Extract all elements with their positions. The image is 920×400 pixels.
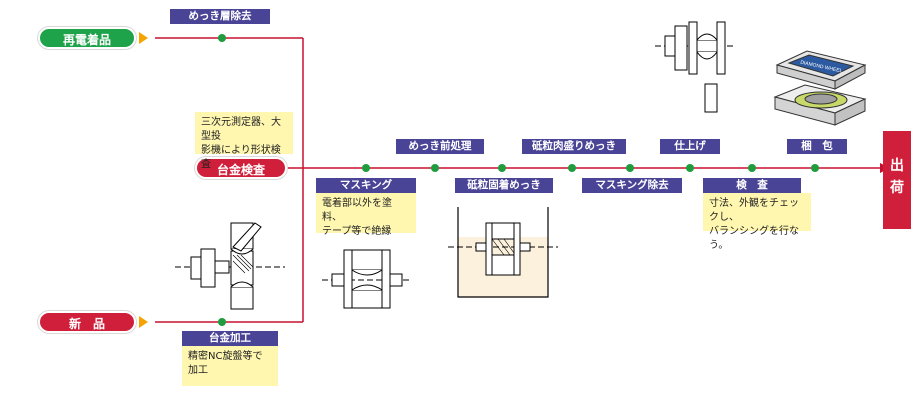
note-inspect-line-2: 影機により形状検査 <box>201 145 281 170</box>
tag-plating-removal: めっき層除去 <box>170 9 270 24</box>
tag-grain-build: 砥粒肉盛りめっき <box>522 139 626 154</box>
node-plating-removal <box>218 34 226 42</box>
node-packing <box>811 164 819 172</box>
note-masking: 電着部以外を塗料、 テープ等で絶縁 <box>316 193 416 237</box>
shipping-label: 出 荷 <box>883 131 911 229</box>
node-inspection <box>748 164 756 172</box>
tag-packing: 梱 包 <box>787 139 847 154</box>
note-inspect: 三次元測定器、大型投 影機により形状検査 <box>195 112 293 170</box>
new-arrow-icon <box>139 316 148 328</box>
note-base: 精密NC旋盤等で加工 <box>182 346 278 386</box>
node-grain-fix <box>498 164 506 172</box>
note-inspect-line-1: 三次元測定器、大型投 <box>201 117 281 142</box>
note-masking-line-1: 電着部以外を塗料、 <box>322 198 392 223</box>
tag-finish: 仕上げ <box>660 139 720 154</box>
finished-wheel-illustration <box>655 21 735 113</box>
node-masking <box>362 164 370 172</box>
note-base-line-1: 精密NC旋盤等で加工 <box>188 351 263 376</box>
node-base-processing <box>218 318 226 326</box>
new-pill: 新 品 <box>38 311 136 333</box>
tag-base-processing: 台金加工 <box>182 331 278 346</box>
tag-inspection: 検 査 <box>703 178 801 193</box>
note-masking-line-2: テープ等で絶縁 <box>322 226 392 237</box>
wheel-lathe-illustration <box>175 222 285 310</box>
note-inspection-line-2: バランシングを行なう。 <box>709 226 799 251</box>
note-inspection: 寸法、外観をチェックし、 バランシングを行なう。 <box>703 193 811 251</box>
node-grain-build <box>568 164 576 172</box>
plating-tank-illustration <box>448 207 558 298</box>
packaging-box-illustration: DIAMOND WHEEL <box>773 50 867 126</box>
tag-grain-fix: 砥粒固着めっき <box>455 178 553 193</box>
node-pre-plating <box>431 164 439 172</box>
node-mask-removal <box>626 164 634 172</box>
inspect-pill: 台金検査 <box>195 157 287 179</box>
masked-wheel-illustration <box>322 249 412 309</box>
node-finish <box>686 164 694 172</box>
tag-mask-removal: マスキング除去 <box>582 178 682 193</box>
reuse-pill: 再電着品 <box>38 27 136 49</box>
tag-pre-plating: めっき前処理 <box>396 139 484 154</box>
shipping-char-1: 出 <box>890 158 904 174</box>
shipping-char-2: 荷 <box>890 180 904 196</box>
reuse-arrow-icon <box>139 32 148 44</box>
note-inspection-line-1: 寸法、外観をチェックし、 <box>709 198 799 223</box>
tag-masking: マスキング <box>316 178 416 193</box>
